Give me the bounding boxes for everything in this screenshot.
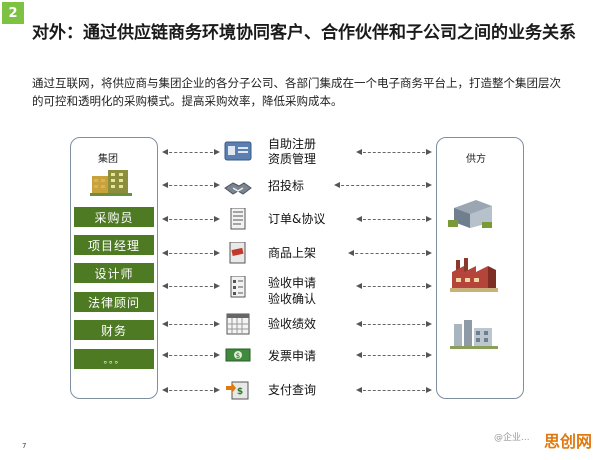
calendar-icon: [226, 313, 250, 335]
arrow-right-4: [348, 250, 432, 256]
service-label-4: 商品上架: [268, 246, 317, 260]
service-label-2: 招投标: [268, 179, 305, 193]
arrow-right-1: [356, 149, 432, 155]
slide-number-badge: 2: [2, 2, 24, 24]
supplier-panel: [436, 137, 524, 399]
role-finance: 财务: [74, 320, 154, 340]
arrow-right-5: [356, 283, 432, 289]
service-label-1a: 自助注册: [268, 137, 317, 151]
svg-text:$: $: [236, 352, 240, 360]
arrow-right-2: [334, 182, 432, 188]
watermark-logo: 思创网: [544, 432, 593, 451]
arrow-left-7: [162, 352, 220, 358]
arrow-left-3: [162, 216, 220, 222]
slide-subtitle: 通过互联网，将供应商与集团企业的各分子公司、各部门集成在一个电子商务平台上，打造…: [32, 76, 561, 108]
arrow-right-7: [356, 352, 432, 358]
payment-icon: $: [226, 381, 249, 400]
arrow-left-6: [162, 321, 220, 327]
role-designer: 设计师: [74, 263, 154, 283]
role-project-manager: 项目经理: [74, 235, 154, 255]
supplier-label: 供方: [466, 154, 486, 165]
service-label-8: 支付查询: [268, 383, 317, 397]
id-card-icon: [224, 141, 252, 161]
arrow-left-4: [162, 250, 220, 256]
money-icon: $: [225, 348, 251, 362]
role-more: 。。。: [74, 349, 154, 369]
factory-icon: [450, 258, 498, 292]
service-label-3: 订单&协议: [268, 212, 326, 226]
product-sheet-icon: [229, 242, 246, 264]
slide-title: 对外：通过供应链商务环境协同客户、合作伙伴和子公司之间的业务关系: [32, 23, 576, 43]
arrow-left-5: [162, 283, 220, 289]
building-icon: [90, 170, 132, 196]
arrow-left-2: [162, 182, 220, 188]
checklist-icon: [230, 276, 246, 298]
service-label-6: 验收绩效: [268, 317, 317, 331]
warehouse-icon: [448, 200, 492, 228]
service-label-1b: 资质管理: [268, 152, 317, 166]
role-legal-advisor: 法律顾问: [74, 292, 154, 312]
page-number: 7: [22, 442, 27, 450]
document-icon: [230, 208, 246, 230]
group-label: 集团: [98, 154, 118, 165]
arrow-right-6: [356, 321, 432, 327]
arrow-left-8: [162, 387, 220, 393]
service-label-5b: 验收确认: [268, 292, 317, 306]
role-purchaser: 采购员: [74, 207, 154, 227]
svg-text:$: $: [237, 387, 243, 397]
service-label-5a: 验收申请: [268, 276, 317, 290]
service-label-7: 发票申请: [268, 349, 317, 363]
arrow-left-1: [162, 149, 220, 155]
arrow-right-3: [356, 216, 432, 222]
plant-icon: [450, 320, 498, 349]
watermark-text: @企业...: [494, 433, 530, 443]
handshake-icon: [224, 182, 252, 195]
arrow-right-8: [356, 387, 432, 393]
